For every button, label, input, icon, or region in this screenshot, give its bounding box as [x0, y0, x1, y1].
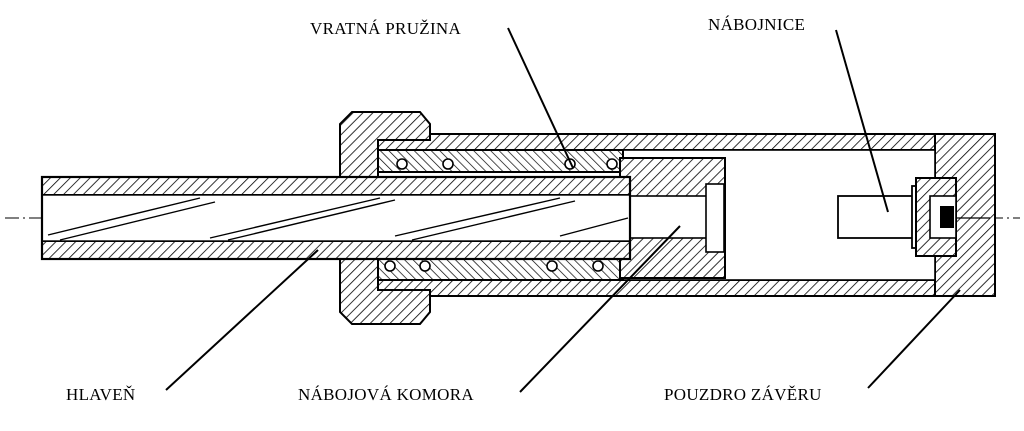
barrel — [40, 175, 632, 261]
leader-return-spring — [507, 27, 574, 169]
label-cartridge: NÁBOJNICE — [708, 15, 805, 34]
leader-barrel — [165, 249, 319, 391]
label-return-spring: VRATNÁ PRUŽINA — [310, 19, 461, 38]
leader-chamber — [519, 225, 681, 393]
label-chamber: NÁBOJOVÁ KOMORA — [298, 385, 474, 404]
leader-cartridge — [835, 29, 889, 213]
cartridge — [837, 185, 927, 249]
barrel-nut — [339, 111, 431, 325]
label-bolt-housing: POUZDRO ZÁVĚRU — [664, 385, 822, 404]
leader-lines — [165, 27, 961, 393]
label-barrel: HLAVEŇ — [66, 385, 136, 404]
chamber-block — [619, 157, 726, 279]
leader-bolt-housing — [867, 289, 961, 389]
bolt-face — [915, 177, 990, 257]
